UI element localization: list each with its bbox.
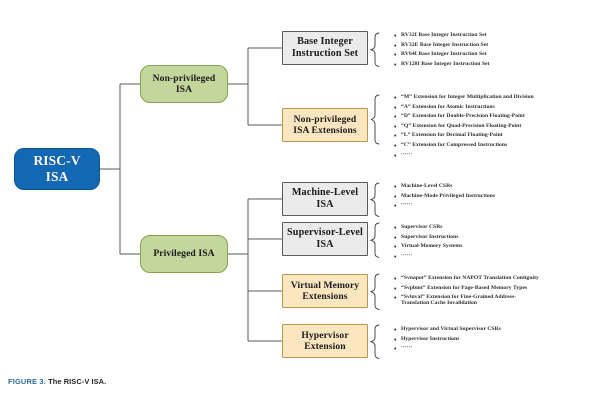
list-item: • “Q” Extension for Quad-Precision Float… — [394, 122, 594, 131]
list-item-text: RV64I Base Integer Instruction Set — [401, 51, 487, 58]
bullet-icon: • — [394, 335, 397, 344]
list-item: • Supervisor CSRs — [394, 224, 594, 232]
bullet-icon: • — [394, 294, 397, 303]
node-supervisor-level-isa[interactable]: Supervisor-Level ISA — [282, 222, 368, 256]
list-item: • “Svinval” Extension for Fine-Grained A… — [394, 294, 594, 306]
list-item: • “M” Extension for Integer Multiplicati… — [394, 94, 594, 102]
list-item: • ⋯⋯ — [394, 151, 594, 160]
bullet-icon: • — [394, 345, 397, 354]
node-base-integer-instruction-set[interactable]: Base Integer Instruction Set — [282, 31, 368, 65]
list-item-text: ⋯⋯ — [401, 151, 413, 158]
list-item-text: ⋯⋯ — [401, 202, 413, 209]
list-item-text: “Svnapot” Extension for NAPOT Translatio… — [401, 275, 539, 281]
bullet-icon: • — [394, 113, 397, 122]
list-item: • RV64I Base Integer Instruction Set — [394, 52, 594, 59]
bullet-icon: • — [394, 141, 397, 150]
node-label: Supervisor-Level ISA — [287, 227, 363, 250]
list-item-text: “D” Extension for Double-Precision Float… — [401, 113, 525, 120]
list-item-text: ⋯⋯ — [401, 252, 413, 259]
list-item-text: “A” Extension for Atomic Instructions — [401, 103, 495, 110]
list-item-text: Hypervisor Instructions — [401, 335, 460, 342]
node-hypervisor-extension[interactable]: Hypervisor Extension — [282, 324, 368, 358]
list-item: • “D” Extension for Double-Precision Flo… — [394, 114, 594, 121]
node-label: Non-privileged ISA — [152, 72, 216, 95]
bullet-icon: • — [394, 122, 397, 131]
figure-caption-label: FIGURE 3. — [8, 377, 46, 386]
list-item: • “C” Extension for Compressed Instructi… — [394, 141, 594, 150]
bullet-icon: • — [394, 32, 397, 40]
list-item: • RV128I Base Integer Instruction Set — [394, 60, 594, 69]
node-label: Machine-Level ISA — [291, 187, 359, 210]
list-item: • “L” Extension for Decimal Floating-Poi… — [394, 133, 594, 140]
node-label: Hypervisor Extension — [301, 329, 349, 352]
list-item-text: RV128I Base Integer Instruction Set — [401, 60, 490, 67]
list-item: • RV32E Base Integer Instruction Set — [394, 41, 594, 50]
list-item-text: Supervisor Instructions — [401, 233, 459, 240]
detail-list-machine-level: • Machine-Level CSRs • Machine-Mode Priv… — [394, 183, 594, 213]
node-machine-level-isa[interactable]: Machine-Level ISA — [282, 182, 368, 216]
list-item: • “Svpbmt” Extension for Page-Based Memo… — [394, 284, 594, 293]
list-item-text: “Svpbmt” Extension for Page-Based Memory… — [401, 284, 528, 291]
list-item: • ⋯⋯ — [394, 203, 594, 210]
node-risc-v-isa[interactable]: RISC-V ISA — [14, 148, 100, 190]
bullet-icon: • — [394, 192, 397, 201]
list-item: • Hypervisor Instructions — [394, 335, 594, 344]
bullet-icon: • — [394, 132, 397, 141]
detail-list-non-privileged-extensions: • “M” Extension for Integer Multiplicati… — [394, 94, 594, 162]
list-item: • Machine-Level CSRs — [394, 183, 594, 191]
node-label: Base Integer Instruction Set — [291, 36, 359, 59]
node-non-privileged-isa[interactable]: Non-privileged ISA — [140, 65, 228, 103]
node-label: Non-privileged ISA Extensions — [293, 113, 357, 136]
node-label: Privileged ISA — [153, 248, 215, 260]
detail-list-supervisor-level: • Supervisor CSRs • Supervisor Instructi… — [394, 224, 594, 263]
list-item-text: RV32I Base Integer Instruction Set — [401, 32, 487, 38]
list-item-text: “C” Extension for Compressed Instruction… — [401, 141, 508, 148]
node-non-privileged-isa-extensions[interactable]: Non-privileged ISA Extensions — [282, 108, 368, 142]
list-item-text: Machine-Level CSRs — [401, 183, 453, 189]
bullet-icon: • — [394, 243, 397, 252]
bullet-icon: • — [394, 326, 397, 334]
list-item-text: Virtual-Memory Systems — [401, 243, 463, 250]
bullet-icon: • — [394, 233, 397, 242]
detail-list-hypervisor: • Hypervisor and Virtual Supervisor CSRs… — [394, 326, 594, 356]
figure-caption: FIGURE 3. The RISC-V ISA. — [8, 377, 106, 386]
bullet-icon: • — [394, 183, 397, 191]
list-item: • “A” Extension for Atomic Instructions — [394, 103, 594, 112]
bullet-icon: • — [394, 202, 397, 211]
detail-list-virtual-memory: • “Svnapot” Extension for NAPOT Translat… — [394, 275, 594, 309]
bullet-icon: • — [394, 41, 397, 50]
figure-caption-text: The RISC-V ISA. — [48, 377, 107, 386]
bullet-icon: • — [394, 94, 397, 102]
list-item-text: “M” Extension for Integer Multiplication… — [401, 94, 534, 100]
bullet-icon: • — [394, 275, 397, 283]
list-item: • Supervisor Instructions — [394, 233, 594, 242]
list-item: • ⋯⋯ — [394, 346, 594, 353]
list-item: • Virtual-Memory Systems — [394, 244, 594, 251]
detail-list-base-integer: • RV32I Base Integer Instruction Set • R… — [394, 32, 594, 71]
bullet-icon: • — [394, 252, 397, 261]
node-virtual-memory-extensions[interactable]: Virtual Memory Extensions — [282, 274, 368, 308]
list-item-text: ⋯⋯ — [401, 345, 413, 352]
list-item: • Hypervisor and Virtual Supervisor CSRs — [394, 326, 594, 334]
node-label: RISC-V ISA — [33, 153, 81, 184]
bullet-icon: • — [394, 60, 397, 69]
bullet-icon: • — [394, 151, 397, 160]
list-item-text: Supervisor CSRs — [401, 224, 443, 230]
node-privileged-isa[interactable]: Privileged ISA — [140, 235, 228, 273]
list-item: • RV32I Base Integer Instruction Set — [394, 32, 594, 40]
list-item-text: RV32E Base Integer Instruction Set — [401, 41, 489, 48]
list-item-text: Hypervisor and Virtual Supervisor CSRs — [401, 326, 501, 332]
bullet-icon: • — [394, 284, 397, 293]
bullet-icon: • — [394, 224, 397, 232]
list-item-text: “Svinval” Extension for Fine-Grained Add… — [401, 294, 517, 306]
list-item-text: “Q” Extension for Quad-Precision Floatin… — [401, 122, 522, 129]
list-item-text: “L” Extension for Decimal Floating-Point — [401, 132, 503, 139]
bullet-icon: • — [394, 51, 397, 60]
list-item: • “Svnapot” Extension for NAPOT Translat… — [394, 275, 594, 283]
node-label: Virtual Memory Extensions — [290, 279, 360, 302]
list-item: • ⋯⋯ — [394, 252, 594, 261]
list-item-text: Machine-Mode Privileged Instructions — [401, 192, 496, 199]
bullet-icon: • — [394, 103, 397, 112]
list-item: • Machine-Mode Privileged Instructions — [394, 192, 594, 201]
